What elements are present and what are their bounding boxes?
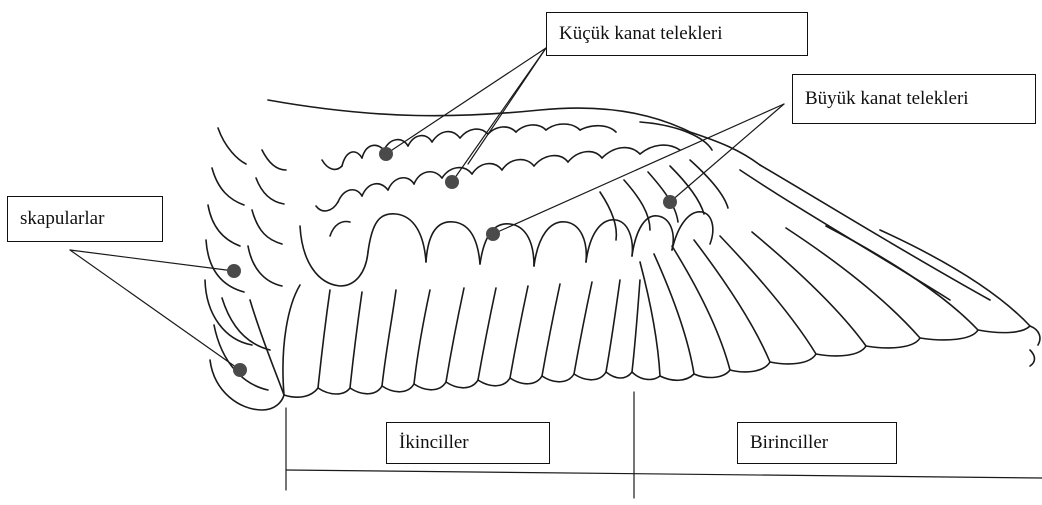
- marker-dot-small-coverts-2: [445, 175, 459, 189]
- lesser-coverts: [316, 124, 680, 236]
- marker-dot-small-coverts-1: [379, 147, 393, 161]
- secondary-feathers: [283, 280, 640, 397]
- label-primaries: Birinciller: [737, 422, 897, 464]
- label-scapulars: skapularlar: [7, 196, 163, 242]
- marker-dot-greater-coverts-1: [486, 227, 500, 241]
- pointer-lines: [70, 48, 784, 370]
- primary-feathers: [632, 165, 1040, 380]
- label-small-coverts: Küçük kanat telekleri: [546, 12, 808, 56]
- label-secondaries: İkinciller: [386, 422, 550, 464]
- marker-dot-scapular-2: [233, 363, 247, 377]
- marker-dot-scapular-1: [227, 264, 241, 278]
- marker-dot-greater-coverts-2: [663, 195, 677, 209]
- label-greater-coverts: Büyük kanat telekleri: [792, 74, 1036, 124]
- greater-coverts: [300, 160, 728, 286]
